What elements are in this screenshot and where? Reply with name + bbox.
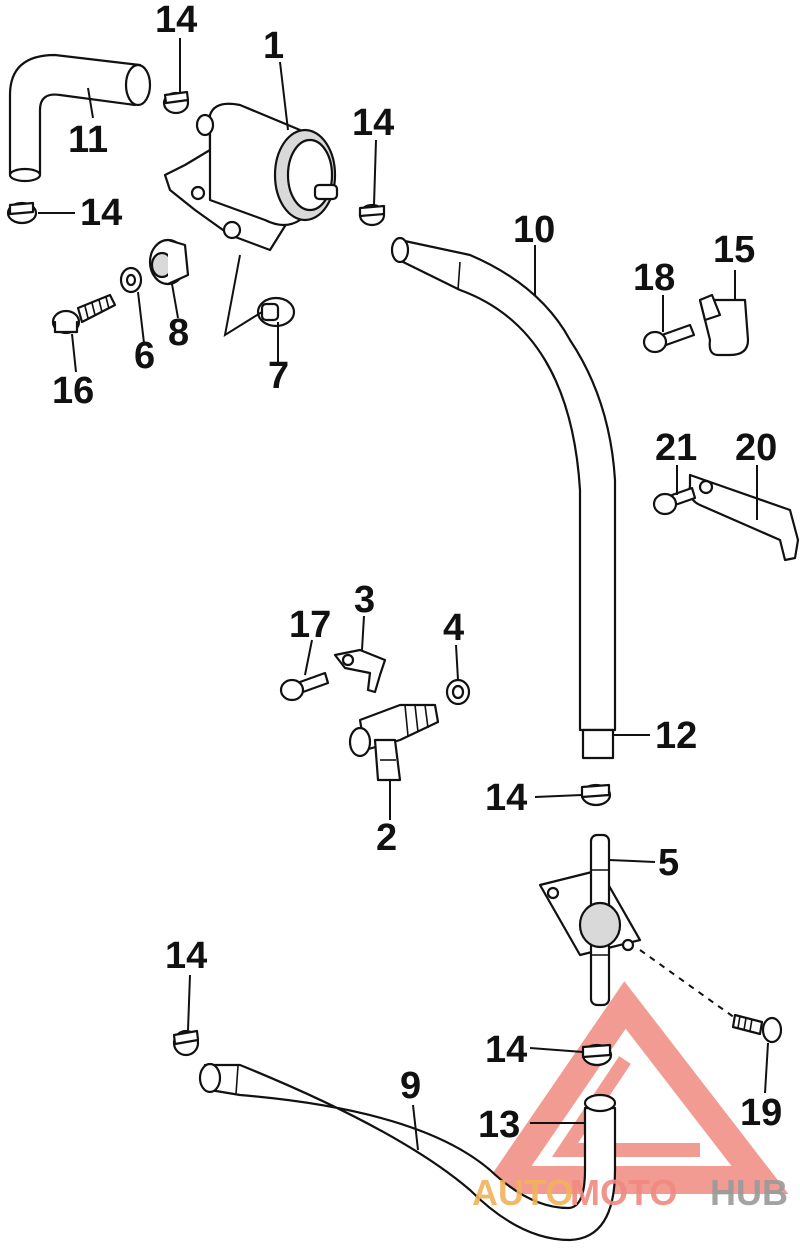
callout-4: 4	[443, 607, 464, 649]
callout-14-e: 14	[165, 935, 207, 977]
clip-14-d	[580, 783, 612, 807]
hose-9	[198, 1062, 617, 1242]
watermark-text-auto: AUTO	[472, 1172, 573, 1213]
bracket-20	[688, 473, 800, 562]
clip-14-c	[358, 203, 386, 227]
callout-1: 1	[263, 25, 284, 67]
callout-3: 3	[354, 579, 375, 621]
leader-lines	[38, 38, 769, 1151]
callout-labels: 14 1 11 14 14 10 15 18 8 6 7 16 21 20 3 …	[52, 0, 782, 1146]
callout-14-f: 14	[485, 1029, 527, 1071]
callout-20: 20	[735, 427, 777, 469]
callout-16: 16	[52, 370, 94, 412]
callout-17: 17	[289, 604, 331, 646]
clip-14-e	[172, 1029, 200, 1057]
callout-14-c: 14	[352, 102, 394, 144]
watermark-text-moto: MOTO	[570, 1172, 677, 1213]
callout-7: 7	[268, 355, 289, 397]
callout-18: 18	[633, 257, 675, 299]
clip-14-b	[6, 201, 38, 225]
callout-13: 13	[478, 1104, 520, 1146]
plate-3	[333, 648, 387, 694]
hose-11	[8, 53, 152, 183]
callout-14-b: 14	[80, 192, 122, 234]
callout-21: 21	[655, 427, 697, 469]
callout-5: 5	[658, 842, 679, 884]
valve-2	[348, 703, 440, 782]
clip-14-a	[162, 90, 190, 115]
hose-10	[390, 236, 617, 760]
clip-14-f	[581, 1043, 613, 1067]
collar-7	[223, 254, 296, 338]
callout-11: 11	[68, 119, 108, 161]
watermark-logo	[478, 981, 789, 1194]
callout-14-d: 14	[485, 777, 527, 819]
clamp-15	[698, 293, 750, 357]
callout-8: 8	[168, 312, 189, 354]
callout-12: 12	[655, 715, 697, 757]
bolt-18	[642, 323, 696, 354]
callout-10: 10	[513, 209, 555, 251]
grommet-8	[148, 238, 190, 286]
fuel-filter-1	[163, 102, 339, 252]
screw-19	[639, 949, 783, 1044]
callout-19: 19	[740, 1092, 782, 1134]
washer-6	[119, 266, 143, 294]
watermark-text: AUTO MOTO HUB	[472, 1172, 788, 1213]
callout-15: 15	[713, 229, 755, 271]
bolt-17	[279, 671, 330, 702]
watermark-text-hub: HUB	[710, 1172, 788, 1213]
callout-9: 9	[400, 1065, 421, 1107]
callout-2: 2	[376, 817, 397, 859]
bolt-21	[652, 486, 697, 516]
callout-6: 6	[134, 335, 155, 377]
callout-14-a: 14	[155, 0, 197, 41]
bolt-16	[51, 293, 117, 335]
o-ring-4	[445, 678, 471, 706]
fitting-5	[538, 833, 642, 1007]
